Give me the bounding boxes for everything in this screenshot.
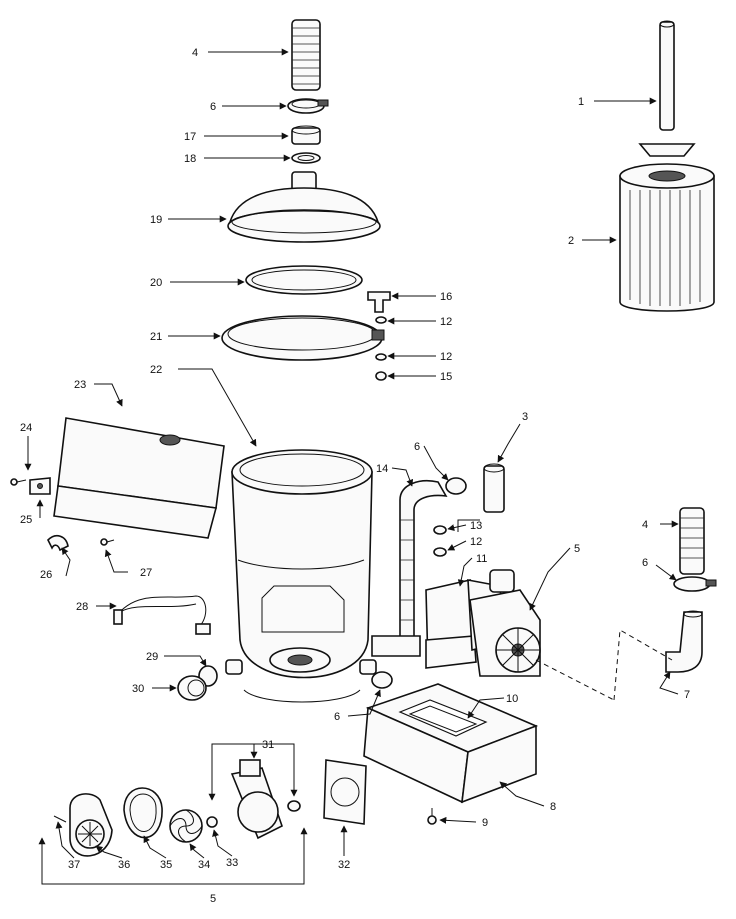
callout-2: 2 bbox=[568, 235, 574, 247]
nut-part-15 bbox=[375, 371, 387, 381]
callout-4-top: 4 bbox=[192, 47, 198, 59]
dashed-connection-elbow bbox=[535, 629, 673, 701]
screw-part-9 bbox=[427, 808, 437, 825]
motor-cover-part-23 bbox=[53, 417, 225, 539]
callout-4-right: 4 bbox=[642, 519, 648, 531]
pump-housing-part-5 bbox=[469, 589, 541, 677]
hose-part-4-right bbox=[679, 507, 705, 575]
callout-27: 27 bbox=[140, 567, 152, 579]
callout-36: 36 bbox=[118, 859, 130, 871]
callout-16: 16 bbox=[440, 291, 452, 303]
callout-20: 20 bbox=[150, 277, 162, 289]
callout-28: 28 bbox=[76, 601, 88, 613]
callout-32: 32 bbox=[338, 859, 350, 871]
callout-25: 25 bbox=[20, 514, 32, 526]
callout-29: 29 bbox=[146, 651, 158, 663]
callout-3: 3 bbox=[522, 411, 528, 423]
clamp-part-6-right bbox=[673, 576, 717, 592]
tank-lid-part-19 bbox=[227, 171, 381, 243]
callout-5-mid: 5 bbox=[574, 543, 580, 555]
callout-7: 7 bbox=[684, 689, 690, 701]
callout-22: 22 bbox=[150, 364, 162, 376]
clamp-part-6-lower bbox=[371, 671, 393, 689]
callout-34: 34 bbox=[198, 859, 210, 871]
gasket-part-35 bbox=[123, 787, 163, 839]
adapter-part-17 bbox=[291, 125, 321, 145]
valve-part-16 bbox=[367, 291, 391, 313]
filter-stem-part-1 bbox=[638, 20, 696, 157]
bracket-part-25 bbox=[29, 477, 51, 495]
washer-part-12-a bbox=[375, 316, 387, 324]
callout-30: 30 bbox=[132, 683, 144, 695]
bracket-31 bbox=[211, 743, 295, 762]
callout-13: 13 bbox=[470, 520, 482, 532]
callout-26: 26 bbox=[40, 569, 52, 581]
clip-part-26 bbox=[47, 534, 69, 552]
filter-tank-part-22 bbox=[225, 449, 377, 703]
callout-10: 10 bbox=[506, 693, 518, 705]
o-ring-part-18 bbox=[291, 152, 321, 164]
drain-plug-part-31 bbox=[287, 800, 301, 812]
hose-part-14 bbox=[371, 480, 448, 657]
washer-part-12-c bbox=[433, 547, 447, 557]
callout-19: 19 bbox=[150, 214, 162, 226]
callout-15: 15 bbox=[440, 371, 452, 383]
gasket-part-32 bbox=[323, 759, 367, 825]
callout-37: 37 bbox=[68, 859, 80, 871]
impeller-part-34 bbox=[169, 809, 203, 843]
hose-part-4-top bbox=[291, 19, 321, 91]
callout-17: 17 bbox=[184, 131, 196, 143]
callout-21: 21 bbox=[150, 331, 162, 343]
callout-33: 33 bbox=[226, 857, 238, 869]
washer-part-13 bbox=[433, 525, 447, 535]
callout-35: 35 bbox=[160, 859, 172, 871]
callout-23: 23 bbox=[74, 379, 86, 391]
plug-part-30 bbox=[177, 675, 207, 701]
coupler-part-3 bbox=[483, 463, 505, 513]
callout-6-top: 6 bbox=[210, 101, 216, 113]
screw-part-37 bbox=[53, 815, 67, 823]
pump-cover-part-31 bbox=[230, 759, 283, 840]
o-ring-part-20 bbox=[245, 265, 363, 295]
clamp-part-6-mid bbox=[445, 477, 467, 495]
callout-5-bottom: 5 bbox=[210, 893, 216, 905]
callout-12-b: 12 bbox=[440, 351, 452, 363]
callout-8: 8 bbox=[550, 801, 556, 813]
screw-part-27 bbox=[100, 538, 115, 546]
seal-part-33 bbox=[206, 816, 218, 828]
leader-lines-bottom bbox=[55, 821, 348, 859]
pump-front-part-36 bbox=[69, 793, 113, 857]
callout-12-c: 12 bbox=[470, 536, 482, 548]
callout-1: 1 bbox=[578, 96, 584, 108]
callout-14: 14 bbox=[376, 463, 388, 475]
screw-part-24 bbox=[10, 478, 27, 486]
callout-31: 31 bbox=[262, 739, 274, 751]
callout-labels: 4 6 17 18 19 20 21 22 23 24 25 26 27 28 … bbox=[20, 47, 690, 905]
mounting-plate-part-10 bbox=[398, 699, 488, 737]
pump-motor-part-11 bbox=[425, 569, 515, 669]
clamp-band-part-21 bbox=[221, 315, 385, 361]
washer-part-12-b bbox=[375, 353, 387, 361]
frame-part-5-bottom bbox=[41, 830, 305, 885]
filter-cartridge-part-2 bbox=[619, 163, 715, 312]
callout-9: 9 bbox=[482, 817, 488, 829]
power-cord-part-28 bbox=[113, 595, 211, 635]
callout-24: 24 bbox=[20, 422, 32, 434]
callout-6-mid: 6 bbox=[414, 441, 420, 453]
callout-6-lower: 6 bbox=[334, 711, 340, 723]
callout-18: 18 bbox=[184, 153, 196, 165]
leader-lines bbox=[24, 48, 679, 824]
callout-6-right: 6 bbox=[642, 557, 648, 569]
clamp-part-6-top bbox=[287, 98, 329, 114]
elbow-part-7 bbox=[665, 610, 703, 673]
callout-11: 11 bbox=[476, 553, 487, 565]
callout-12-a: 12 bbox=[440, 316, 452, 328]
